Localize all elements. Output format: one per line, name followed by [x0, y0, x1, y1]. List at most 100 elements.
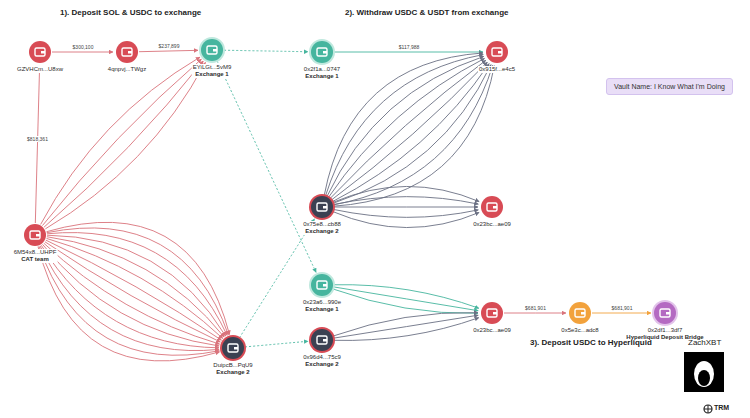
wallet-node: 0x96d4...75c9Exchange 2	[311, 329, 333, 351]
node-caption: 6M54x8...UHPFCAT team	[13, 249, 58, 263]
node-caption: EYiLGt...5vM9Exchange 1	[192, 64, 232, 78]
transfer-arrow	[46, 240, 222, 340]
wallet-icon	[481, 196, 503, 218]
transfer-arrow	[38, 247, 220, 361]
transfer-arrow	[504, 313, 566, 314]
node-address: EYiLGt...5vM9	[192, 64, 232, 71]
node-caption: 0x96d4...75c9Exchange 2	[302, 354, 342, 368]
transfer-arrow	[245, 341, 308, 347]
transfer-arrow	[334, 318, 479, 341]
node-address: 6M54x8...UHPF	[13, 249, 58, 256]
transfer-arrow	[139, 50, 198, 51]
node-caption: 0x75e8...cb88Exchange 2	[302, 221, 342, 235]
wallet-icon	[24, 224, 46, 246]
transfer-arrow	[333, 65, 491, 204]
wallet-node: 6M54x8...UHPFCAT team	[24, 224, 46, 246]
transfer-arrow	[334, 65, 493, 204]
node-address: 0x2df1...3df7	[625, 327, 704, 334]
transfer-arrow	[334, 207, 478, 208]
wallet-icon	[486, 41, 508, 63]
node-caption: 0x23bc...ae09	[472, 221, 512, 228]
transfer-arrow	[44, 61, 203, 227]
step-heading: 1). Deposit SOL & USDC to exchange	[60, 8, 201, 17]
avatar-face	[694, 361, 714, 387]
edge-amount: $237,899	[158, 43, 181, 49]
wallet-icon	[569, 302, 591, 324]
wallet-icon	[222, 337, 244, 359]
edge-amount: $681,901	[524, 305, 547, 311]
wallet-icon	[654, 302, 676, 324]
transfer-arrow	[333, 312, 478, 335]
transfer-arrow	[42, 59, 201, 225]
wallet-node: 0x23a6...990eExchange 1	[311, 274, 333, 296]
node-address: 0x23bc...ae09	[472, 327, 512, 334]
node-caption: DuipcB...PqU9Exchange 2	[212, 362, 253, 376]
wallet-icon	[311, 196, 333, 218]
watermark: ZachXBT	[688, 338, 721, 347]
transfer-arrow	[47, 228, 229, 335]
transfer-arrow	[332, 62, 488, 200]
node-role: Exchange 1	[192, 71, 232, 78]
transfer-arrow	[47, 233, 227, 336]
wallet-node: 4qnpvj...TWgz	[116, 41, 138, 63]
transfer-arrow	[334, 315, 478, 338]
transfer-arrow	[334, 66, 494, 206]
node-role: Exchange 2	[302, 228, 342, 235]
transfer-arrow	[239, 219, 314, 338]
wallet-node: 0x75e8...cb88Exchange 2	[311, 196, 333, 218]
watermark: TRM	[714, 404, 729, 411]
wallet-icon	[201, 39, 223, 61]
wallet-node: 0x2df1...3df7Hyperliquid Deposit Bridge	[654, 302, 676, 324]
transfer-arrow	[52, 52, 113, 53]
transfer-arrow	[43, 244, 220, 346]
node-address: 4qnpvj...TWgz	[107, 66, 147, 73]
edge-amount: $681,901	[611, 305, 634, 311]
wallet-icon	[481, 302, 503, 324]
node-role: CAT team	[13, 256, 58, 263]
wallet-node: EYiLGt...5vM9Exchange 1	[201, 39, 223, 61]
node-caption: 0x23bc...ae09	[472, 327, 512, 334]
node-caption: GZVHCm...U8xw	[16, 66, 64, 73]
wallet-icon	[311, 274, 333, 296]
transfer-arrow	[217, 61, 316, 272]
transfer-arrow	[333, 212, 479, 228]
step-heading: 2). Withdraw USDC & USDT from exchange	[345, 8, 509, 17]
wallet-icon	[311, 41, 333, 63]
transfer-arrow	[334, 209, 479, 217]
node-caption: 0x2f1a...0747Exchange 1	[303, 66, 341, 80]
avatar-mask	[698, 370, 710, 386]
wallet-node: 0x5e3c...adc8	[569, 302, 591, 324]
node-role: Exchange 2	[302, 361, 342, 368]
node-address: 0x5e3c...adc8	[560, 327, 599, 334]
transfer-arrow	[39, 246, 219, 355]
node-address: 0x915f...e4c5	[478, 66, 516, 73]
transfer-arrow	[41, 245, 219, 348]
node-address: 0x23bc...ae09	[472, 221, 512, 228]
node-caption: 0x915f...e4c5	[478, 66, 516, 73]
node-address: 0x2f1a...0747	[303, 66, 341, 73]
transfer-arrow	[592, 313, 651, 314]
node-address: GZVHCm...U8xw	[16, 66, 64, 73]
node-address: DuipcB...PqU9	[212, 362, 253, 369]
transfer-arrow	[40, 246, 219, 351]
transfer-arrow	[326, 55, 484, 196]
wallet-node: 0x915f...e4c5	[486, 41, 508, 63]
transfer-arrow	[334, 287, 478, 311]
wallet-node: GZVHCm...U8xw	[29, 41, 51, 63]
node-caption: 0x23a6...990eExchange 1	[302, 299, 342, 313]
wallet-icon	[29, 41, 51, 63]
wallet-node: 0x23bc...ae09	[481, 196, 503, 218]
note-text: Vault Name: I Know What I'm Doing	[614, 83, 725, 90]
node-role: Exchange 1	[302, 306, 342, 313]
trm-logo	[704, 405, 712, 413]
node-role: Exchange 1	[303, 73, 341, 80]
transfer-arrow	[334, 52, 483, 53]
node-caption: 4qnpvj...TWgz	[107, 66, 147, 73]
transfer-arrow	[224, 50, 308, 52]
node-address: 0x96d4...75c9	[302, 354, 342, 361]
transfer-arrow	[333, 289, 478, 313]
transfer-arrow	[324, 53, 483, 195]
edge-amount: $300,100	[72, 44, 95, 50]
node-address: 0x75e8...cb88	[302, 221, 342, 228]
